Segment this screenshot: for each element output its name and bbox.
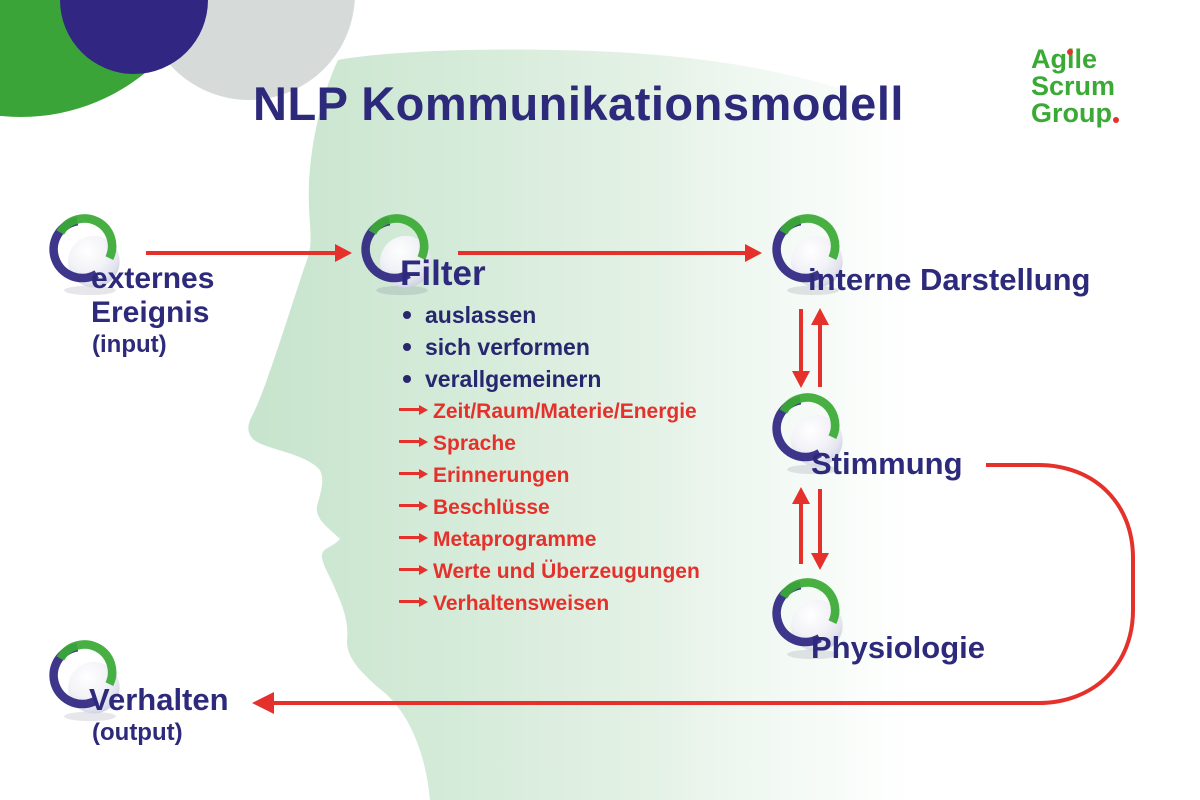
flow-arrow-interne-darstellung-down <box>799 309 803 371</box>
logo-red-period-icon <box>1113 117 1119 123</box>
filter-bullet-list: auslassen sich verformen verallgemeinern <box>399 299 601 395</box>
list-item: Beschlüsse <box>399 492 700 524</box>
list-item: verallgemeinern <box>399 363 601 395</box>
node-sublabel-output: (output) <box>92 719 183 746</box>
flow-arrow-input-to-filter <box>146 251 335 255</box>
arrow-right-icon <box>399 408 419 412</box>
list-item: Zeit/Raum/Materie/Energie <box>399 396 700 428</box>
logo-red-dot-icon <box>1067 49 1073 55</box>
flow-arrow-stimmung-down <box>818 489 822 553</box>
flow-arrow-stimmung-up <box>818 325 822 387</box>
filter-bullet-label: auslassen <box>425 302 537 328</box>
list-item: sich verformen <box>399 331 601 363</box>
node-label-filter: Filter <box>400 254 486 293</box>
externes-line-2: Ereignis <box>91 296 210 329</box>
filter-bullet-label: verallgemeinern <box>425 366 602 392</box>
list-item: Verhaltensweisen <box>399 588 700 620</box>
list-item: Metaprogramme <box>399 524 700 556</box>
filter-item-label: Metaprogramme <box>433 528 597 551</box>
page-title: NLP Kommunikationsmodell <box>253 77 904 130</box>
arrow-right-icon <box>399 536 419 540</box>
brand-logo: Agile Scrum Group <box>1031 46 1141 127</box>
list-item: Werte und Überzeugungen <box>399 556 700 588</box>
arrow-right-icon <box>399 472 419 476</box>
arrow-right-icon <box>399 440 419 444</box>
flow-arrow-physiologie-up <box>799 504 803 564</box>
logo-line-3: Group <box>1031 98 1112 128</box>
node-label-interne-darstellung: interne Darstellung <box>808 262 1091 297</box>
bullet-dot-icon <box>403 375 411 383</box>
filter-arrow-list: Zeit/Raum/Materie/Energie Sprache Erinne… <box>399 396 700 620</box>
arrow-right-icon <box>399 504 419 508</box>
filter-item-label: Sprache <box>433 432 516 455</box>
flow-arrow-filter-to-interne-darstellung <box>458 251 745 255</box>
node-label-verhalten: Verhalten <box>89 682 229 717</box>
filter-item-label: Werte und Überzeugungen <box>433 560 700 583</box>
arrow-right-icon <box>399 600 419 604</box>
filter-bullet-label: sich verformen <box>425 334 590 360</box>
list-item: Erinnerungen <box>399 460 700 492</box>
logo-line-1: Agile <box>1031 44 1098 74</box>
node-sublabel-input: (input) <box>92 331 167 358</box>
arrow-right-icon <box>399 568 419 572</box>
filter-item-label: Beschlüsse <box>433 496 550 519</box>
bullet-dot-icon <box>403 311 411 319</box>
node-label-physiologie: Physiologie <box>811 630 985 665</box>
node-label-externes-ereignis: externes Ereignis <box>91 262 214 330</box>
filter-item-label: Erinnerungen <box>433 464 570 487</box>
filter-item-label: Verhaltensweisen <box>433 592 610 615</box>
externes-line-1: externes <box>91 262 215 295</box>
bullet-dot-icon <box>403 343 411 351</box>
list-item: auslassen <box>399 299 601 331</box>
filter-item-label: Zeit/Raum/Materie/Energie <box>433 400 697 423</box>
node-label-stimmung: Stimmung <box>811 446 963 481</box>
list-item: Sprache <box>399 428 700 460</box>
logo-line-2: Scrum <box>1031 71 1116 101</box>
